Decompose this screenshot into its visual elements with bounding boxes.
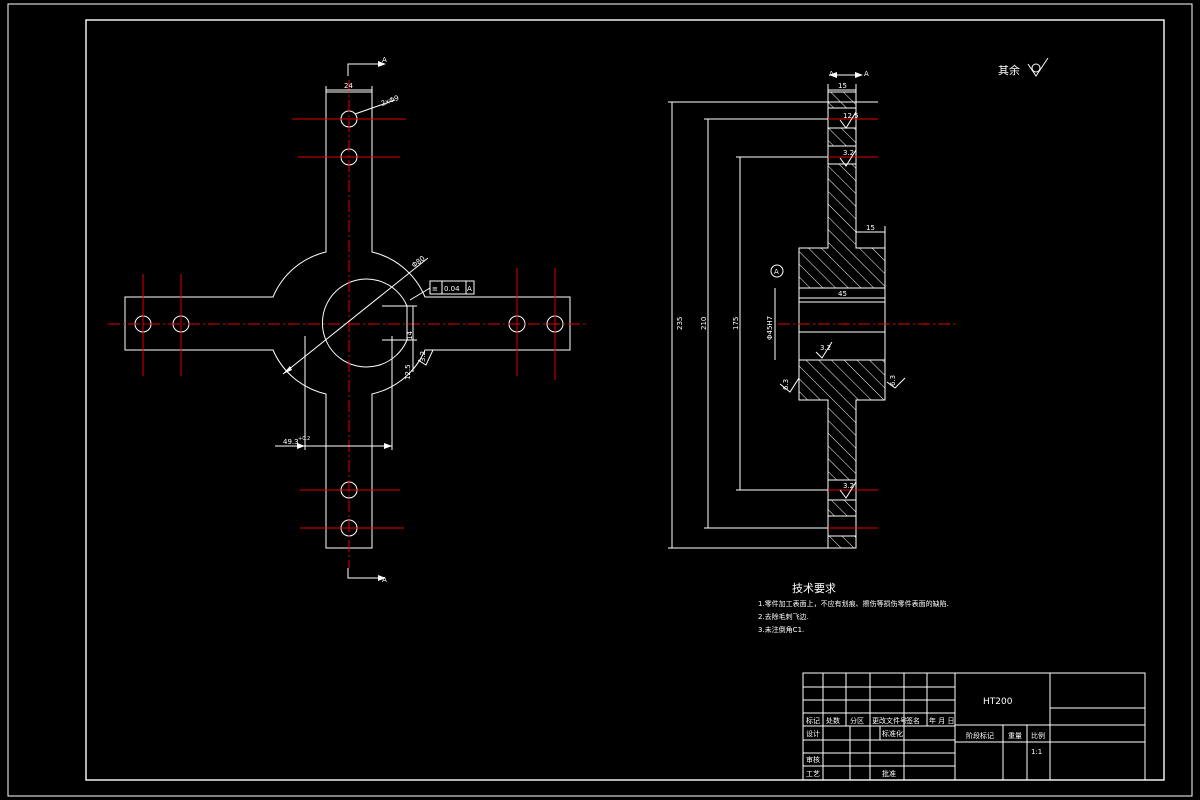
tech-line-1: 1.零件加工表面上，不应有划痕、擦伤等损伤零件表面的缺陷. — [758, 599, 949, 608]
section-mark-top: A — [382, 56, 387, 64]
tech-line-3: 3.未注倒角C1. — [758, 625, 804, 634]
row-process: 工艺 — [806, 770, 820, 778]
scale-label: 比例 — [1031, 731, 1045, 740]
col-header-1: 处数 — [826, 716, 840, 725]
col-header-0: 标记 — [806, 716, 820, 725]
dim-mid: 210 — [700, 317, 708, 330]
tolerance-datum: A — [467, 285, 472, 293]
rough-r6: 6.3 — [782, 379, 790, 390]
row-approve: 批准 — [882, 769, 896, 778]
rough-r5: 3.2 — [843, 482, 854, 490]
dim-bore-dia: Φ45H7 — [766, 316, 774, 340]
front-view: A 24 2xΦ9 — [108, 56, 585, 584]
row-design: 设计 — [806, 729, 820, 738]
stage-mark-label: 阶段标记 — [966, 731, 994, 740]
row-standard: 标准化 — [882, 729, 903, 738]
row-check: 审核 — [806, 755, 820, 764]
section-label-a1: A — [829, 70, 834, 78]
rough-r1: 12.5 — [843, 112, 859, 120]
tech-title: 技术要求 — [792, 582, 836, 595]
tolerance-value: 0.04 — [444, 285, 460, 293]
col-header-3: 更改文件号 — [872, 716, 907, 725]
section-view: A A 15 15 45 Φ45H7 A — [668, 70, 958, 549]
tech-requirements: 技术要求 1.零件加工表面上，不应有划痕、擦伤等损伤零件表面的缺陷. 2.去除毛… — [758, 582, 949, 634]
col-header-4: 签名 — [906, 716, 920, 725]
dim-keyway-tol: +0.2 — [298, 436, 310, 442]
title-block: 标记 处数 分区 更改文件号 签名 年 月 日 设计 标准化 审核 工艺 批准 … — [802, 672, 1146, 781]
dim-overall: 235 — [676, 317, 684, 330]
dim-inner: 175 — [732, 317, 740, 330]
section-mark-bottom: A — [382, 576, 387, 584]
dim-hole-dia: 2xΦ9 — [380, 94, 400, 108]
dim-roughness-b: 12.5 — [404, 364, 412, 380]
tech-line-2: 2.去除毛刺飞边. — [758, 612, 809, 621]
dim-bore-len: 45 — [838, 290, 847, 298]
col-header-5: 年 月 日 — [929, 716, 954, 725]
tolerance-symbol: ≡ — [432, 285, 438, 293]
other-roughness-label: 其余 — [998, 63, 1020, 77]
dim-hub-length: 15 — [838, 82, 847, 90]
roughness-symbol — [1027, 57, 1049, 77]
col-header-2: 分区 — [850, 716, 864, 725]
dim-flange-length: 15 — [866, 224, 875, 232]
dim-arm-width: 24 — [344, 82, 353, 90]
rough-r4: 6.3 — [889, 375, 897, 386]
rough-r3: 3.2 — [820, 344, 831, 352]
section-label-a2: A — [864, 70, 869, 78]
rough-r2: 3.2 — [843, 149, 854, 157]
datum-circle-label: A — [774, 268, 779, 276]
outer-border — [7, 3, 1193, 797]
dim-keyway-depth: 49.3 — [283, 438, 299, 446]
weight-label: 重量 — [1008, 732, 1022, 740]
material-label: HT200 — [983, 697, 1013, 707]
dim-keyway-width: 14 — [406, 331, 414, 340]
dim-outer-dia: Φ80 — [410, 254, 426, 269]
dim-roughness-a: 3.2 — [419, 351, 427, 362]
inner-border — [85, 19, 1165, 781]
scale-value: 1:1 — [1031, 748, 1042, 756]
